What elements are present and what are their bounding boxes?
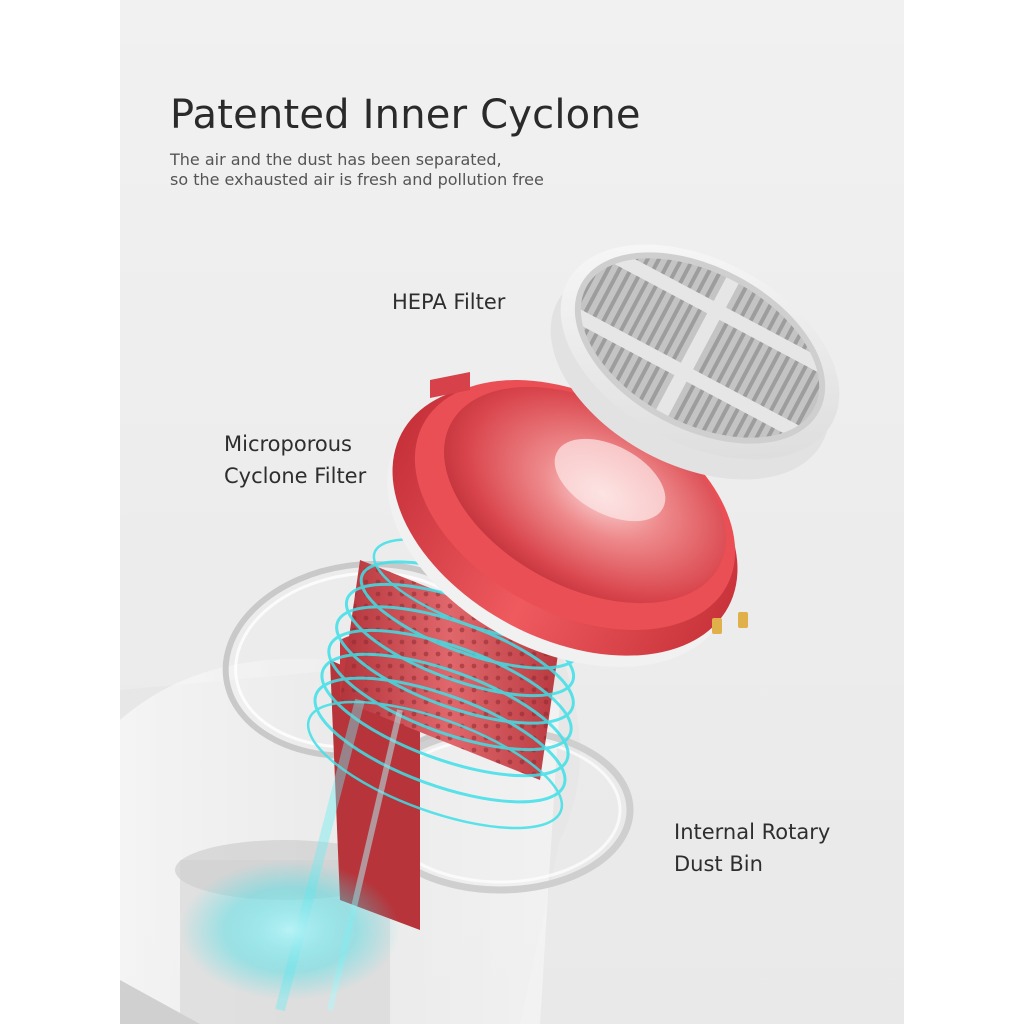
- microporous-cyclone-filter: [387, 372, 748, 668]
- dust-bin-label-line-2: Dust Bin: [674, 852, 763, 876]
- page-title: Patented Inner Cyclone: [170, 92, 641, 138]
- cyclone-filter-label-line-1: Microporous: [224, 432, 352, 456]
- hepa-filter-label: HEPA Filter: [392, 290, 506, 314]
- subtitle-line-2: so the exhausted air is fresh and pollut…: [170, 170, 544, 189]
- subtitle-line-1: The air and the dust has been separated,: [170, 150, 502, 169]
- hepa-filter: [550, 239, 854, 480]
- cyclone-filter-label-line-2: Cyclone Filter: [224, 464, 367, 488]
- dust-bin-label-line-1: Internal Rotary: [674, 820, 831, 844]
